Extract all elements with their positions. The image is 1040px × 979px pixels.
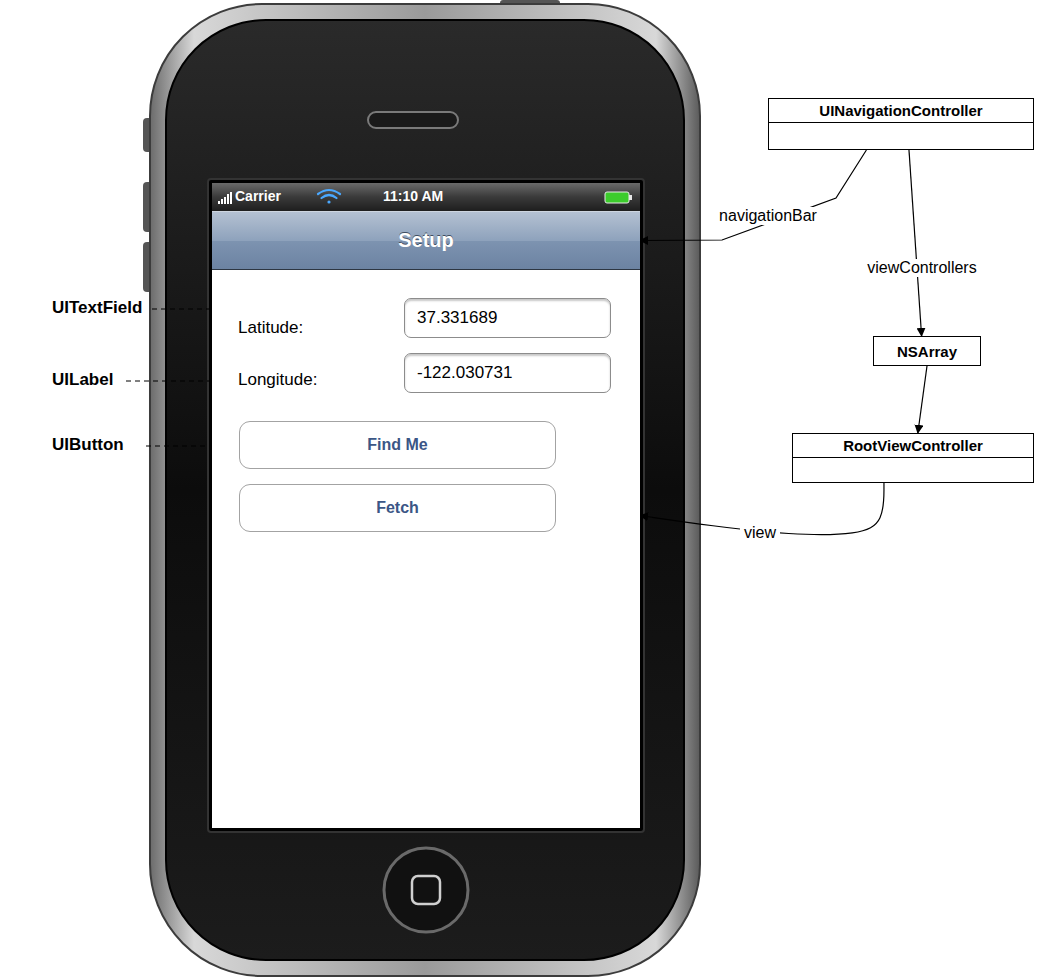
phone-bezel [150, 4, 700, 976]
class-name: NSArray [891, 343, 963, 360]
phone-face [166, 20, 684, 960]
text-field: 37.331689 [404, 298, 611, 338]
status-text: Carrier [235, 188, 281, 204]
edge-label: navigationBar [715, 207, 821, 225]
class-box: UINavigationController [768, 98, 1034, 150]
status-text: 11:10 AM [383, 188, 443, 204]
class-name: RootViewController [793, 434, 1033, 457]
wifi-icon [318, 190, 340, 204]
home-button [384, 848, 468, 932]
class-label: UITextField [52, 298, 142, 318]
reference-arrow [640, 150, 866, 241]
node-text: -122.030731 [417, 363, 512, 383]
navigation-bar: Setup [212, 211, 640, 270]
field-label: Latitude: [238, 318, 303, 338]
class-body [769, 122, 1033, 149]
reference-arrow [909, 150, 922, 336]
reference-arrow [918, 366, 927, 433]
node-text: Find Me [367, 436, 427, 454]
node-text: Fetch [376, 499, 419, 517]
node-text: Setup [398, 229, 454, 252]
field-label: Longitude: [238, 370, 317, 390]
class-body [793, 457, 1033, 482]
edge-label: viewControllers [863, 259, 980, 277]
class-label: UIButton [52, 435, 124, 455]
rounded-button: Find Me [239, 421, 556, 469]
node-text: 37.331689 [417, 308, 497, 328]
class-name: UINavigationController [769, 99, 1033, 122]
class-box: RootViewController [792, 433, 1034, 483]
class-box: NSArray [873, 336, 981, 366]
home-icon [412, 876, 440, 904]
screen-frame [208, 179, 644, 832]
class-label: UILabel [52, 370, 113, 390]
status-bar [212, 183, 640, 211]
signal-bars [218, 192, 232, 204]
battery-icon [605, 192, 632, 203]
speaker [368, 112, 458, 128]
edge-label: view [740, 524, 780, 542]
rounded-button: Fetch [239, 484, 556, 532]
content-view: Latitude: Longitude: 37.331689 -122.030731F… [212, 270, 640, 828]
text-field: -122.030731 [404, 353, 611, 393]
